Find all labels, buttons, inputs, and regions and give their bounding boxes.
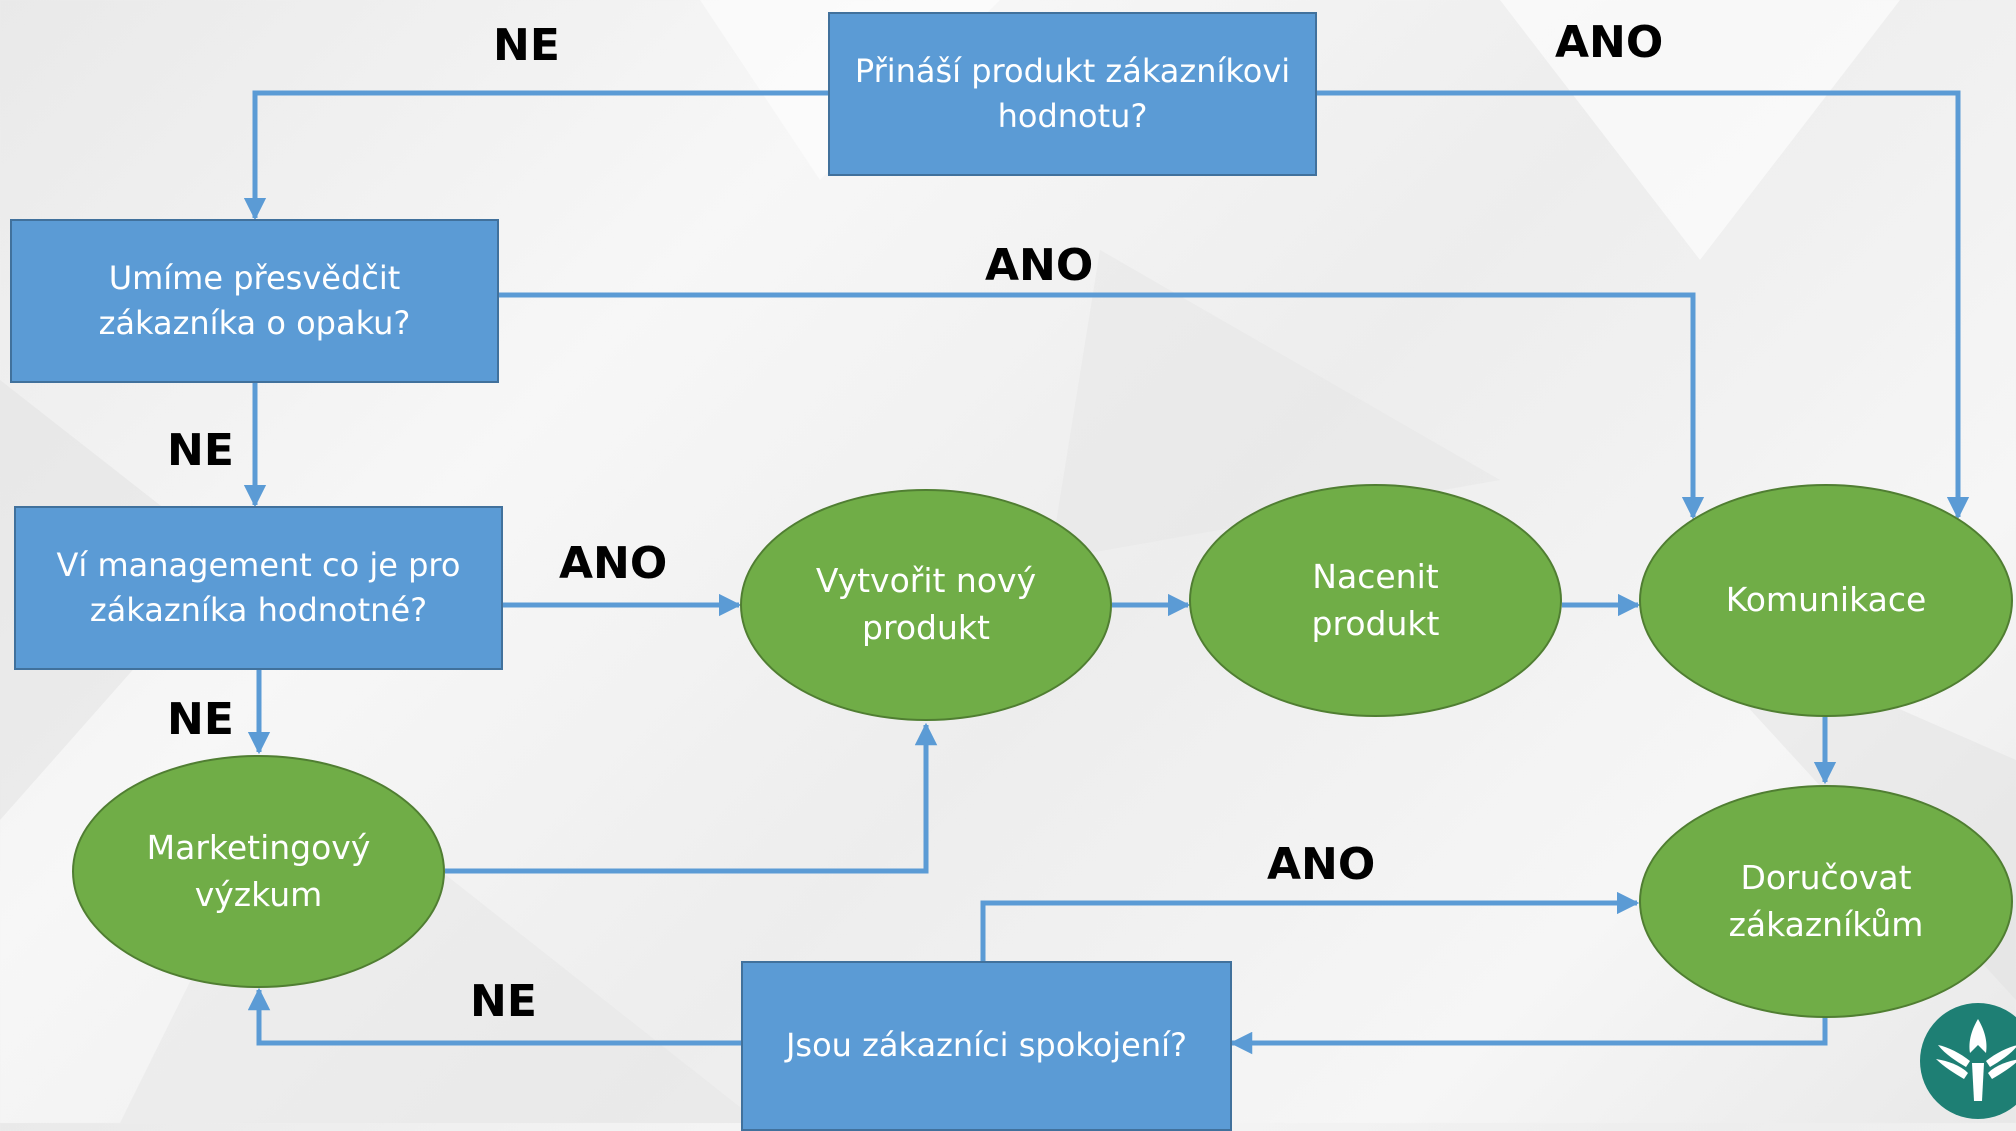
- question-convince-customer: Umíme přesvědčit zákazníka o opaku?: [10, 219, 499, 383]
- action-communication-text: Komunikace: [1725, 580, 1927, 620]
- action-create-new-product-text: Vytvořit nový produkt: [815, 561, 1037, 647]
- university-eagle-emblem-icon: [1920, 1003, 2016, 1119]
- label-convince-yes: ANO: [985, 240, 1094, 291]
- arrow-convince-to-communication: [499, 292, 1705, 520]
- action-deliver-to-customers-text: Doručovat zákazníkům: [1728, 857, 1924, 944]
- action-communication: Komunikace: [1639, 484, 2013, 717]
- question-management-knows-text: Ví management co je pro zákazníka hodnot…: [56, 545, 461, 629]
- label-satisfied-yes: ANO: [1267, 839, 1376, 890]
- action-price-product: Nacenit produkt: [1189, 484, 1562, 717]
- action-price-product-text: Nacenit produkt: [1311, 556, 1440, 643]
- label-satisfied-no: NE: [470, 976, 537, 1027]
- label-value-no: NE: [493, 20, 560, 71]
- action-marketing-research: Marketingový výzkum: [72, 755, 445, 988]
- question-product-value: Přináší produkt zákazníkovi hodnotu?: [828, 12, 1317, 176]
- arrow-satisfied-to-deliver: [980, 891, 1640, 961]
- action-deliver-to-customers: Doručovat zákazníkům: [1639, 785, 2013, 1018]
- label-value-yes: ANO: [1555, 17, 1664, 68]
- label-convince-no: NE: [167, 425, 234, 476]
- arrow-research-to-new-product: [445, 722, 938, 874]
- arrow-value-to-communication: [1317, 90, 1970, 520]
- question-customers-satisfied-text: Jsou zákazníci spokojení?: [785, 1026, 1187, 1065]
- question-product-value-text: Přináší produkt zákazníkovi hodnotu?: [854, 51, 1291, 135]
- question-convince-customer-text: Umíme přesvědčit zákazníka o opaku?: [98, 258, 411, 342]
- question-customers-satisfied: Jsou zákazníci spokojení?: [741, 961, 1232, 1131]
- arrow-satisfied-to-research: [247, 987, 741, 1046]
- label-management-no: NE: [167, 694, 234, 745]
- arrow-deliver-to-satisfied: [1229, 1017, 1828, 1055]
- arrow-value-to-convince: [243, 90, 828, 221]
- action-create-new-product: Vytvořit nový produkt: [740, 489, 1112, 721]
- action-marketing-research-text: Marketingový výzkum: [146, 827, 371, 914]
- label-management-yes: ANO: [559, 538, 668, 589]
- question-management-knows: Ví management co je pro zákazníka hodnot…: [14, 506, 503, 670]
